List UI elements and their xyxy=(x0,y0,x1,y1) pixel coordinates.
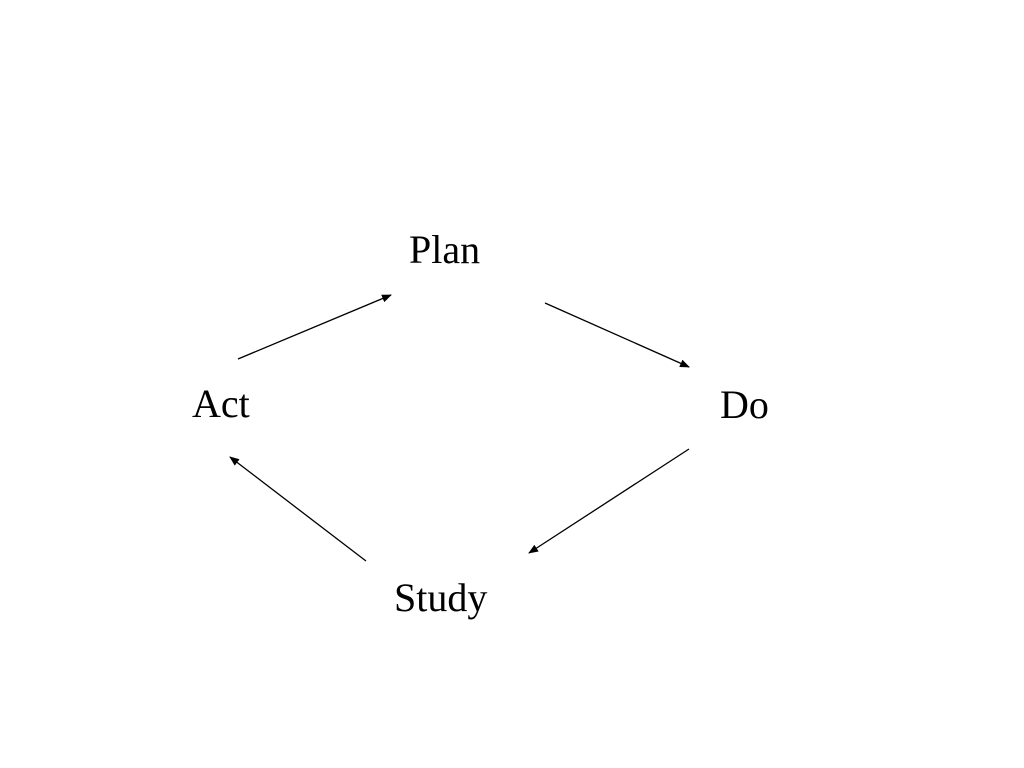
node-plan-label: Plan xyxy=(409,227,481,272)
arrow-plan-to-do xyxy=(544,302,690,368)
node-act-label: Act xyxy=(192,381,250,426)
arrow-do-to-study xyxy=(528,448,690,554)
node-do-label: Do xyxy=(720,382,769,427)
arrow-study-to-act xyxy=(229,456,367,562)
node-study-label: Study xyxy=(394,575,488,620)
arrow-act-to-plan xyxy=(237,294,392,360)
